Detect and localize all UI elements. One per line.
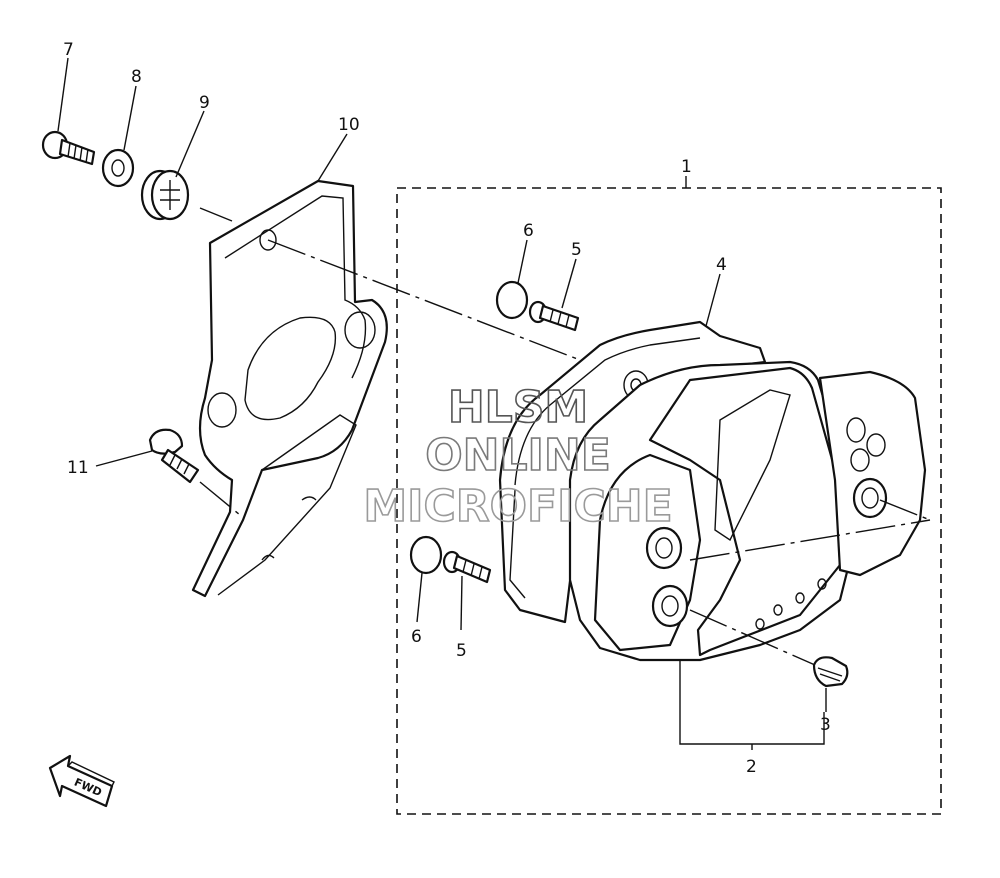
part-6-cap-lower[interactable] xyxy=(409,535,443,575)
callout-7: 7 xyxy=(63,40,74,60)
callout-2: 2 xyxy=(746,757,757,777)
part-11-bolt[interactable] xyxy=(148,428,200,484)
alignment-lines xyxy=(199,207,931,666)
callout-3: 3 xyxy=(820,715,831,735)
part-7-bolt[interactable] xyxy=(41,130,96,166)
callout-6-lower: 6 xyxy=(411,627,422,647)
watermark: HLSM ONLINE MICROFICHE xyxy=(363,381,674,533)
fwd-arrow-icon: FWD xyxy=(48,754,115,808)
part-2-cover[interactable] xyxy=(568,360,927,662)
callout-5-upper: 5 xyxy=(571,240,582,260)
callout-11: 11 xyxy=(67,458,89,478)
leader-lines xyxy=(57,57,827,750)
watermark-line-2: ONLINE xyxy=(425,430,611,481)
watermark-line-3: MICROFICHE xyxy=(363,481,672,532)
part-9-grommet[interactable] xyxy=(140,169,190,221)
part-5-screw-upper[interactable] xyxy=(528,300,580,332)
part-5-screw-lower[interactable] xyxy=(442,550,492,584)
part-8-washer[interactable] xyxy=(101,148,135,188)
watermark-line-1: HLSM xyxy=(448,382,588,433)
callout-10: 10 xyxy=(338,115,360,135)
callout-labels: 1 2 3 4 5 5 6 6 7 8 9 10 11 xyxy=(63,40,831,777)
part-6-cap-upper[interactable] xyxy=(495,280,529,320)
callout-5-lower: 5 xyxy=(456,641,467,661)
assembly-boundary xyxy=(396,187,942,815)
callout-8: 8 xyxy=(131,67,142,87)
callout-1: 1 xyxy=(681,157,692,177)
callout-9: 9 xyxy=(199,93,210,113)
callout-6-upper: 6 xyxy=(523,221,534,241)
part-10-gasket[interactable] xyxy=(191,179,388,598)
part-3-fitting[interactable] xyxy=(812,656,849,688)
callout-4: 4 xyxy=(716,255,727,275)
